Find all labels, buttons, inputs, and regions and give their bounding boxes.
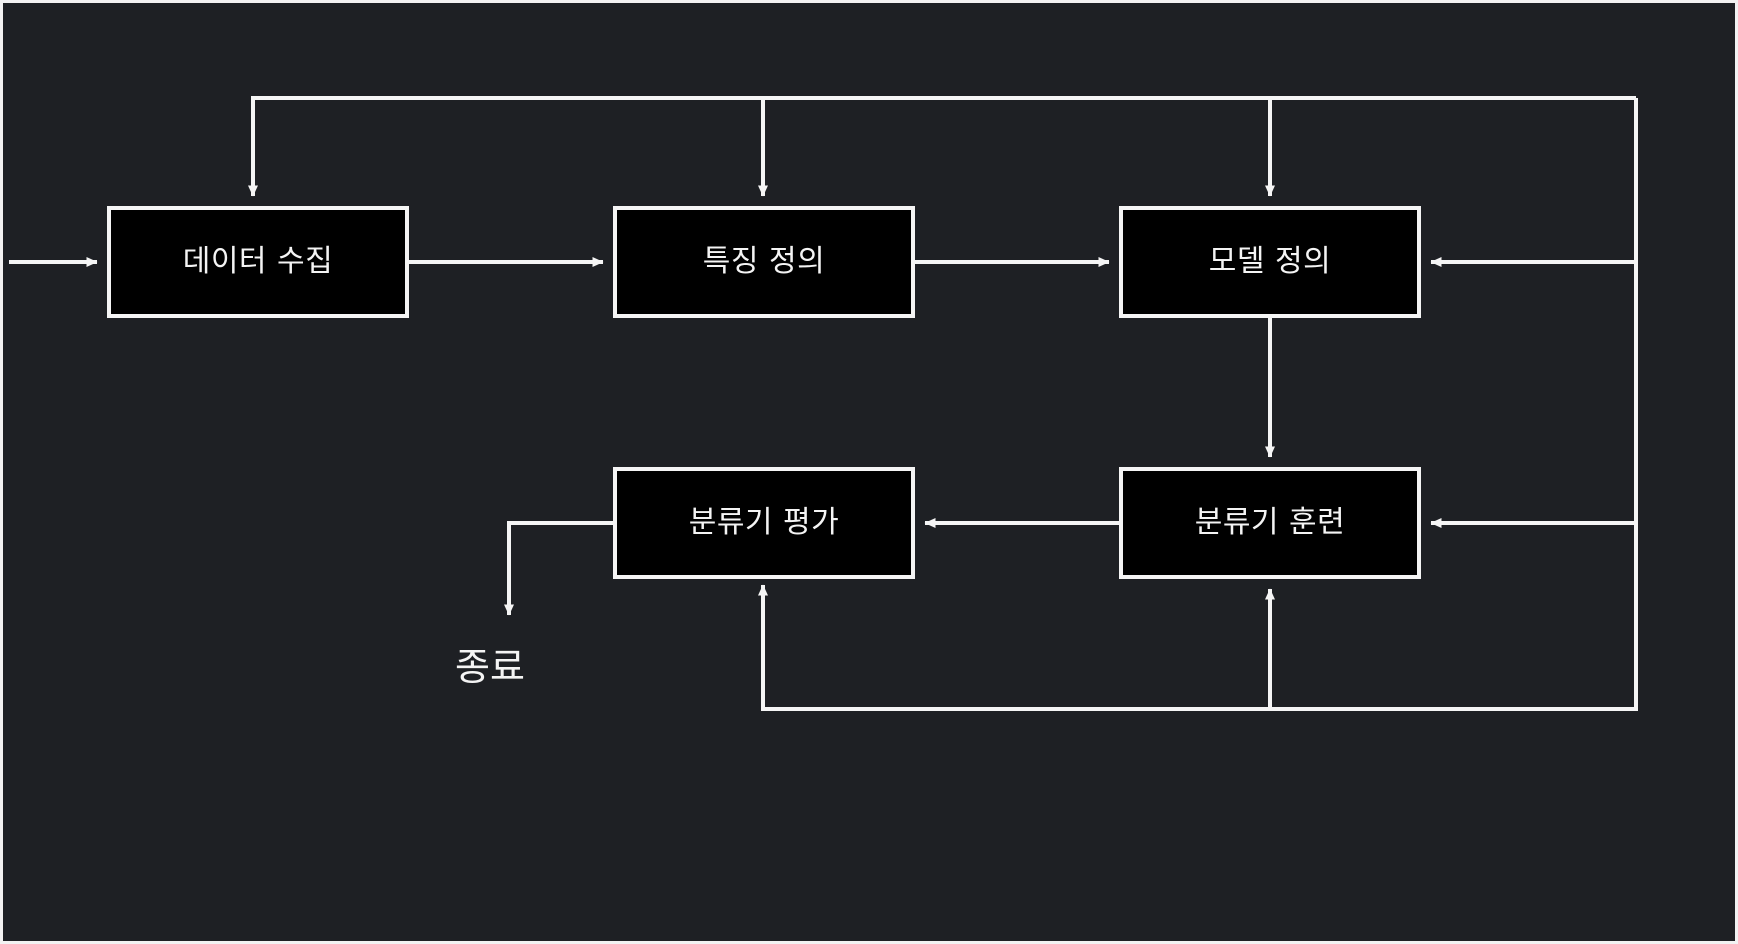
node-classifier-evaluation[interactable]: 분류기 평가 [613,467,915,579]
edge-feedback-bus-to-collect [248,96,1636,197]
node-data-collection[interactable]: 데이터 수집 [107,206,409,318]
node-label-feature-definition: 특징 정의 [702,244,826,279]
node-label-classifier-training: 분류기 훈련 [1194,505,1346,540]
node-label-model-definition: 모델 정의 [1208,244,1332,279]
node-model-definition[interactable]: 모델 정의 [1119,206,1421,318]
node-label-classifier-evaluation: 분류기 평가 [688,505,840,540]
edge-right-rail [758,98,1638,711]
edge-evaluate-to-end [504,521,613,616]
terminal-label-end: 종료 [455,645,525,689]
node-classifier-training[interactable]: 분류기 훈련 [1119,467,1421,579]
flowchart-connectors [9,96,1638,711]
node-feature-definition[interactable]: 특징 정의 [613,206,915,318]
node-label-data-collection: 데이터 수집 [182,244,334,279]
